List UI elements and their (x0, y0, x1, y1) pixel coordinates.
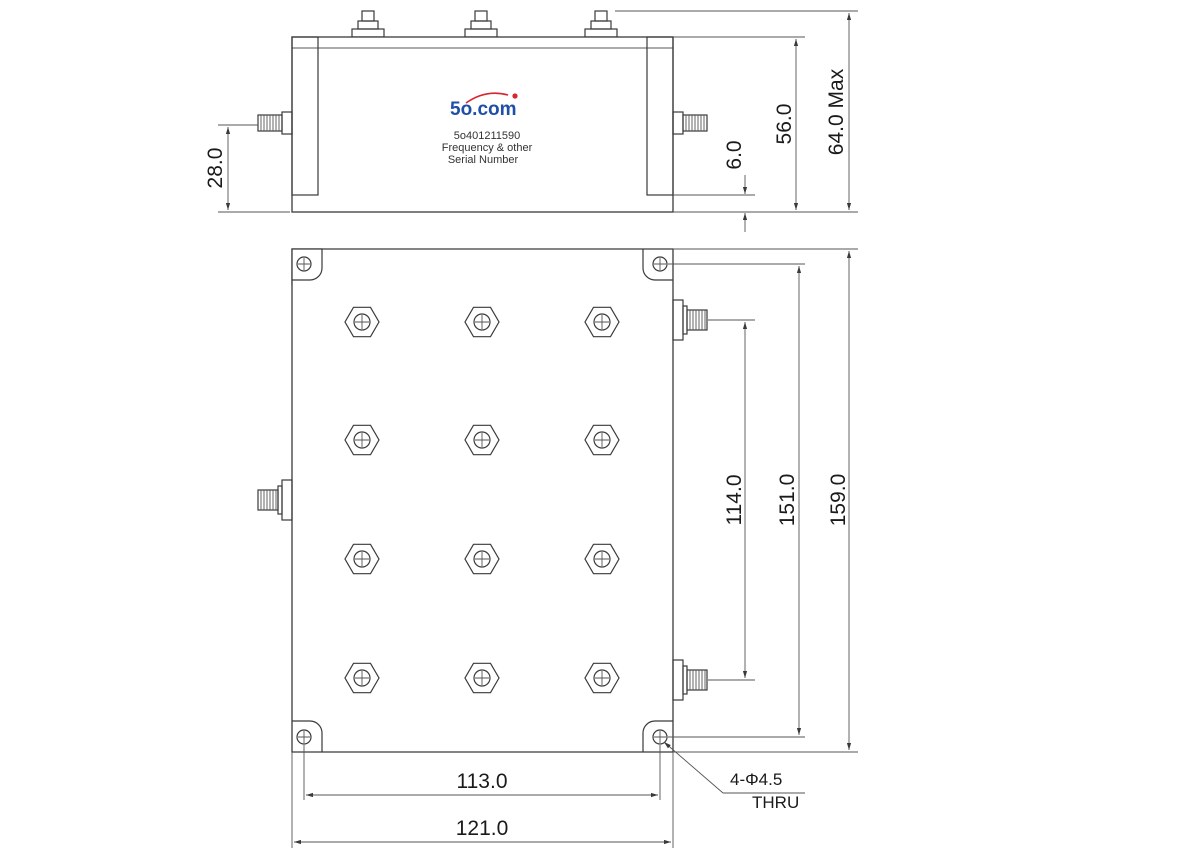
top-right-connector-upper (672, 299, 708, 341)
tuning-screw-icon (584, 543, 620, 575)
top-left-connector (257, 479, 293, 521)
dim-text-6: 6.0 (723, 140, 746, 169)
dim-hole-spacing-y: 151.0 (776, 266, 802, 735)
dim-connector-spacing: 114.0 (723, 322, 748, 678)
dim-text-56: 56.0 (773, 104, 796, 145)
corner-notch-tl (292, 249, 323, 281)
tuning-screw-icon (584, 424, 620, 456)
tuning-screw-icon (344, 662, 380, 694)
dim-width: 121.0 (294, 817, 671, 845)
corner-notch-bl (292, 720, 323, 752)
top-view: 114.0 151.0 159.0 113.0 121.0 (257, 248, 858, 848)
tuning-screw-icon (464, 543, 500, 575)
mount-hole-tl (296, 256, 312, 272)
label-line-2: Frequency & other (442, 142, 533, 154)
thru-text: THRU (752, 793, 799, 812)
side-left-connector (257, 111, 293, 135)
side-view: 5o.com 5o401211590 Frequency & other Ser… (204, 10, 858, 232)
top-connector-1 (351, 10, 385, 38)
tuning-screw-icon (464, 662, 500, 694)
dim-text-159: 159.0 (827, 474, 850, 527)
label-line-3: Serial Number (448, 154, 519, 166)
dim-connector-height: 28.0 (204, 124, 290, 213)
hole-callout: 4-Φ4.5 THRU (663, 741, 805, 812)
tuning-screw-icon (344, 424, 380, 456)
mount-hole-br (652, 729, 668, 745)
tuning-screw-icon (344, 543, 380, 575)
tuning-screw-icon (584, 662, 620, 694)
top-connector-2 (464, 10, 498, 38)
logo-text: 5o.com (450, 99, 517, 120)
dim-hole-spacing-x: 113.0 (306, 770, 658, 798)
dim-overall-height: 64.0 Max (825, 13, 852, 210)
tuning-screw-icon (344, 306, 380, 338)
dim-length: 159.0 (827, 251, 852, 750)
product-label: 5o.com 5o401211590 Frequency & other Ser… (442, 92, 533, 166)
tuning-screw-icon (464, 306, 500, 338)
tuning-screw-icon (464, 424, 500, 456)
mount-hole-bl (296, 729, 312, 745)
dim-text-64: 64.0 Max (825, 68, 848, 155)
corner-notch-br (642, 720, 673, 752)
dim-base-offset: 6.0 (723, 140, 748, 232)
dim-text-28: 28.0 (204, 148, 227, 189)
hole-callout-text: 4-Φ4.5 (730, 770, 782, 789)
side-body (291, 36, 674, 213)
mount-hole-tr (652, 256, 668, 272)
tuning-screw-icon (584, 306, 620, 338)
dim-text-114: 114.0 (723, 475, 746, 526)
dim-text-113: 113.0 (457, 770, 508, 793)
part-number: 5o401211590 (454, 130, 520, 142)
dim-body-height: 56.0 (773, 39, 799, 210)
tuning-screw-grid (344, 306, 620, 694)
logo-swoosh-icon (465, 92, 509, 104)
top-right-connector-lower (672, 659, 708, 701)
side-right-connector (672, 111, 708, 135)
dim-text-151: 151.0 (776, 474, 799, 527)
top-connector-3 (584, 10, 618, 38)
dim-text-121: 121.0 (456, 817, 509, 840)
corner-notch-tr (642, 249, 673, 281)
